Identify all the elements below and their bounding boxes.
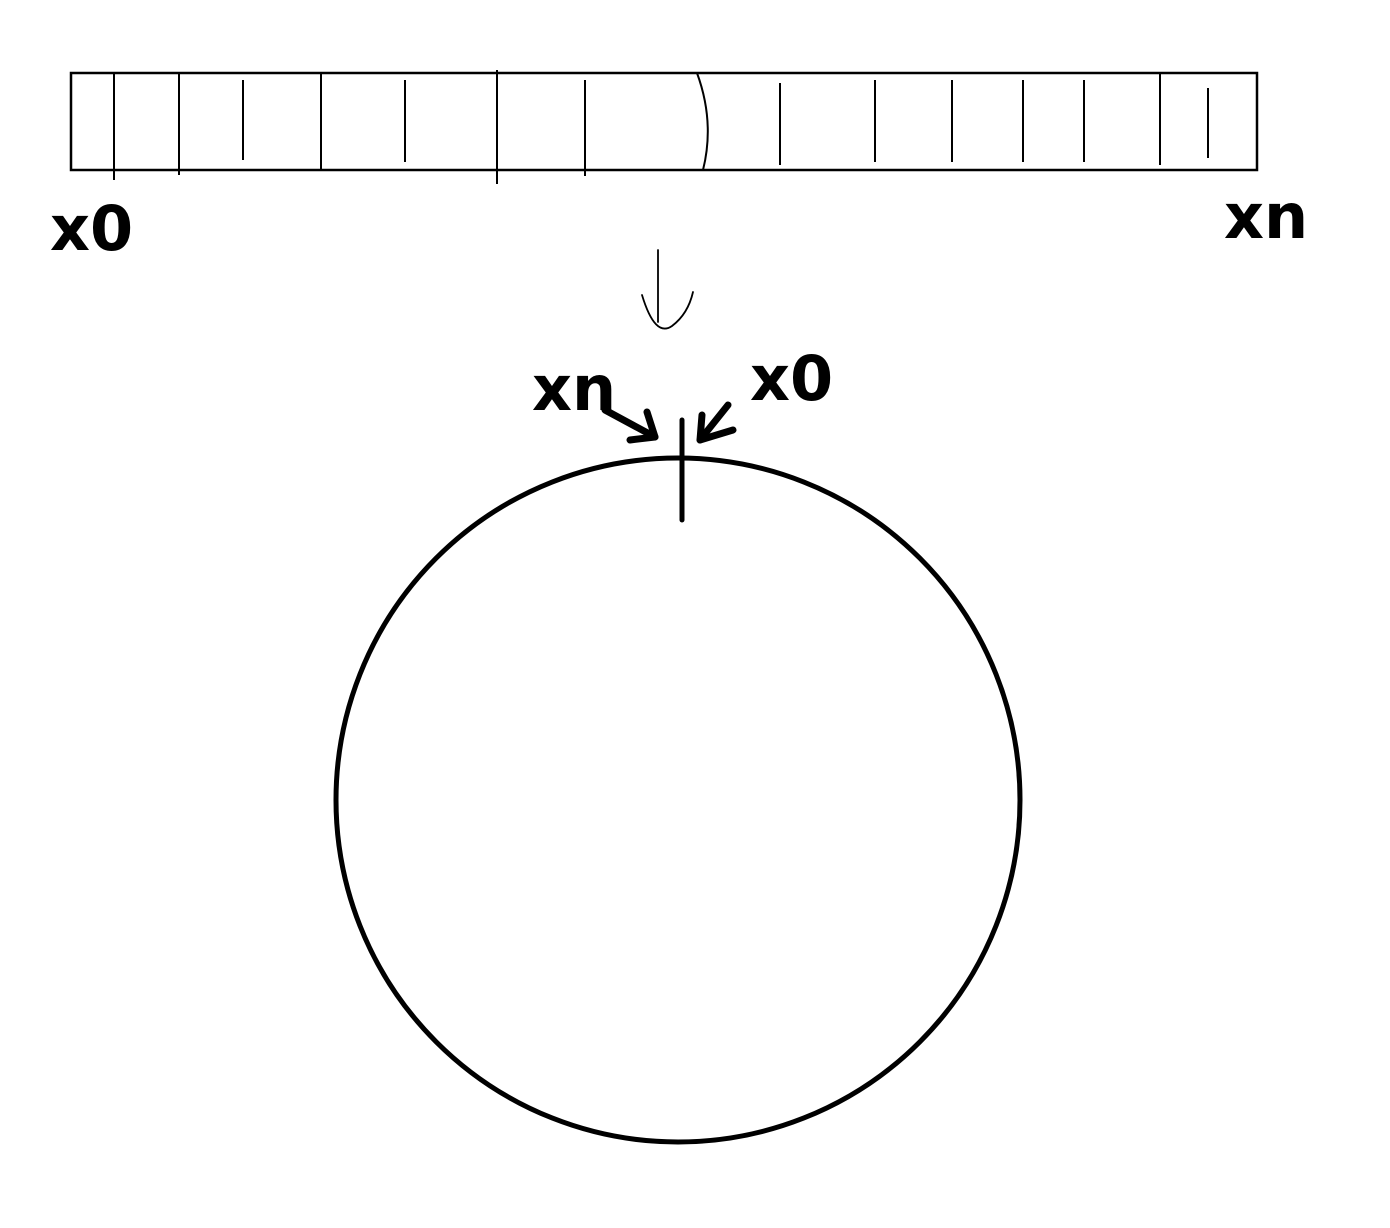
array-outline [69,71,1259,172]
array-cell-dividers [113,70,1209,184]
transform-arrow-icon [641,249,694,330]
ring-end-label: xn [532,352,616,425]
array-start-label: x0 [50,192,133,265]
ring-circle [333,455,1023,1145]
ring-start-arrow-icon [696,401,737,444]
ring-end-arrow-icon [601,406,659,444]
ring-start-label: x0 [750,342,833,415]
linear-array [69,70,1259,184]
array-break-curve [696,72,709,171]
array-end-label: xn [1224,180,1308,253]
